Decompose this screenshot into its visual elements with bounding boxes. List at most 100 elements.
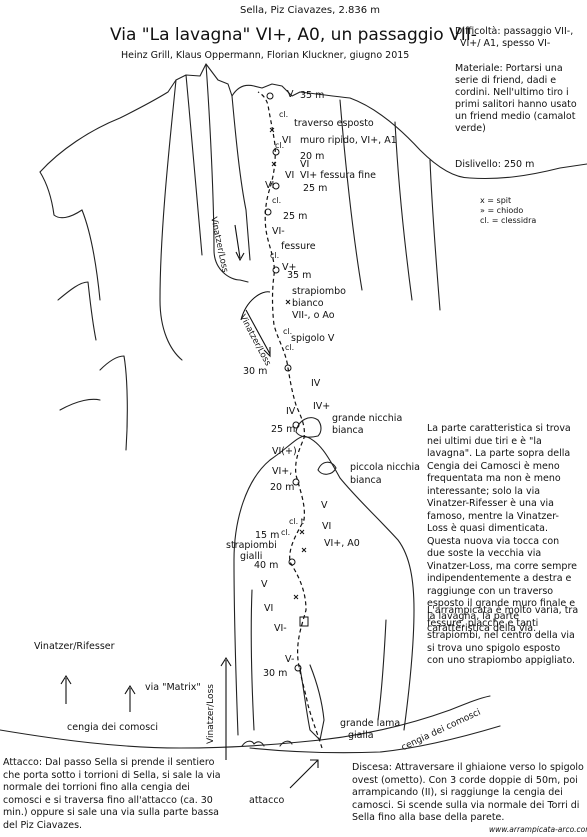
- wall-skyline-upper: [39, 63, 587, 180]
- belay: [272, 148, 280, 156]
- belay: [284, 364, 292, 372]
- legend-spit: x = spit: [480, 196, 512, 205]
- sandglass-label: cl. t: [289, 517, 304, 526]
- bolt: [285, 299, 291, 305]
- route-label: 15 m: [255, 530, 280, 541]
- difficulty-value: VI+/ A1, spesso VI-: [460, 38, 551, 49]
- route-label: VI: [282, 135, 292, 146]
- arrow-vinatzer-loss: [220, 656, 232, 760]
- material: Materiale: Portarsi una serie di friend,…: [455, 63, 577, 134]
- belay: [292, 421, 300, 429]
- pillar-left-edge: [159, 79, 183, 361]
- vinatzer-rifesser-label: Vinatzer/Rifesser: [34, 641, 115, 652]
- lower-pillar-outline: [233, 435, 415, 736]
- approach-text: Attacco: Dal passo Sella si prende il se…: [3, 757, 221, 831]
- route-label: 30 m: [263, 668, 288, 679]
- matrix-label: via "Matrix": [145, 682, 201, 693]
- arrow-vinatzer-loss-mid: [245, 309, 271, 358]
- route-label: VI: [264, 603, 274, 614]
- sandglass-label: cl.: [283, 327, 293, 336]
- bolt: [301, 547, 307, 553]
- route-label: IV+: [313, 401, 331, 412]
- grande-nicchia: [295, 417, 322, 438]
- bolt: [293, 594, 299, 600]
- arrow-matrix: [124, 684, 136, 712]
- route-label: V-: [285, 654, 295, 665]
- route-label: 20 m: [300, 151, 325, 162]
- route-label: piccola nicchia: [350, 462, 420, 473]
- route-label: IV: [311, 378, 321, 389]
- route-label: IV: [286, 406, 296, 417]
- grande-lama: [299, 664, 325, 741]
- route-label: 35 m: [287, 270, 312, 281]
- route-label: traverso esposto: [294, 118, 374, 129]
- route-label: VI+, A0: [324, 538, 360, 549]
- arrow-vinatzer-loss-top: [234, 224, 245, 262]
- legend: x = spit » = chiodo cl. = clessidra: [480, 196, 536, 226]
- route-label: 25 m: [303, 183, 328, 194]
- attacco-label: attacco: [249, 795, 285, 806]
- website-credit: www.arrampicata-arco.com: [489, 825, 587, 834]
- route-label: bianca: [350, 475, 382, 486]
- belay: [288, 558, 296, 566]
- belay: [294, 664, 302, 672]
- route-label: VI: [265, 180, 275, 191]
- description-p1: La parte caratteristica si trova nei ult…: [427, 423, 577, 634]
- route-label: gialli: [240, 551, 263, 562]
- route-label: muro ripido, VI+, A1: [300, 135, 397, 146]
- route-label: V: [287, 89, 294, 100]
- descent-text: Discesa: Attraversare il ghiaione verso …: [352, 762, 584, 823]
- route-label: bianca: [332, 425, 364, 436]
- box-marker: [299, 616, 309, 627]
- belay: [266, 92, 274, 100]
- page-title: Via "La lavagna" VI+, A0, un passaggio V…: [110, 25, 477, 45]
- route-label: grande nicchia: [332, 413, 403, 424]
- cengia-label-left: cengia dei comosci: [67, 722, 159, 733]
- route-label: strapiombi: [226, 540, 277, 551]
- belay: [292, 478, 300, 486]
- route-label: strapiombo: [292, 286, 346, 297]
- route-label: 20 m: [270, 482, 295, 493]
- legend-piton: » = chiodo: [480, 206, 524, 215]
- route-line: [257, 91, 323, 749]
- route-label: 25 m: [283, 211, 308, 222]
- description-p2: L'arrampicata è molto varia, tra fessure…: [427, 605, 579, 666]
- piccola-nicchia: [317, 461, 337, 475]
- sandglass-label: cl.: [285, 343, 295, 352]
- route-label: VI: [300, 159, 310, 170]
- route-label: VI+,: [272, 466, 293, 477]
- sandglass-label: cl.: [272, 196, 282, 205]
- route-label: 25 m: [271, 424, 296, 435]
- route-label: gialla: [348, 730, 374, 741]
- route-label: 35 m: [300, 90, 325, 101]
- location-line: Sella, Piz Ciavazes, 2.836 m: [240, 5, 381, 16]
- route-label: 30 m: [243, 366, 268, 377]
- route-label: VI-: [274, 623, 287, 634]
- route-label: grande lama: [340, 718, 401, 729]
- route-label: VII-, o Ao: [292, 310, 335, 321]
- vinatzer-loss-label-bottom: Vinatzer/Loss: [206, 684, 216, 744]
- route-label: bianco: [292, 298, 324, 309]
- route-label: VI(+): [272, 446, 297, 457]
- legend-sandglass: cl. = clessidra: [480, 216, 537, 225]
- belay: [272, 266, 280, 274]
- bolt: [269, 127, 275, 133]
- route-label: V: [321, 500, 328, 511]
- difficulty: Difficoltà: passaggio VII-, VI+/ A1, spe…: [455, 26, 583, 50]
- route-label: VI: [285, 170, 295, 181]
- height: Dislivello: 250 m: [455, 159, 535, 170]
- sandglass-label: cl.: [275, 141, 285, 150]
- route-label: VI+ fessura fine: [300, 170, 376, 181]
- route-label: spigolo V: [291, 333, 335, 344]
- difficulty-label: Difficoltà: passaggio VII-,: [455, 26, 574, 37]
- arrow-vinatzer-rifesser: [60, 674, 72, 704]
- arrow-attacco: [289, 759, 319, 789]
- sandglass-label: cl.: [281, 528, 291, 537]
- belay: [264, 208, 272, 216]
- bolt: [271, 161, 277, 167]
- route-label: V+: [282, 262, 297, 273]
- route-label: V: [261, 579, 268, 590]
- authors-line: Heinz Grill, Klaus Oppermann, Florian Kl…: [121, 50, 410, 61]
- sandglass-label: cl.: [270, 251, 280, 260]
